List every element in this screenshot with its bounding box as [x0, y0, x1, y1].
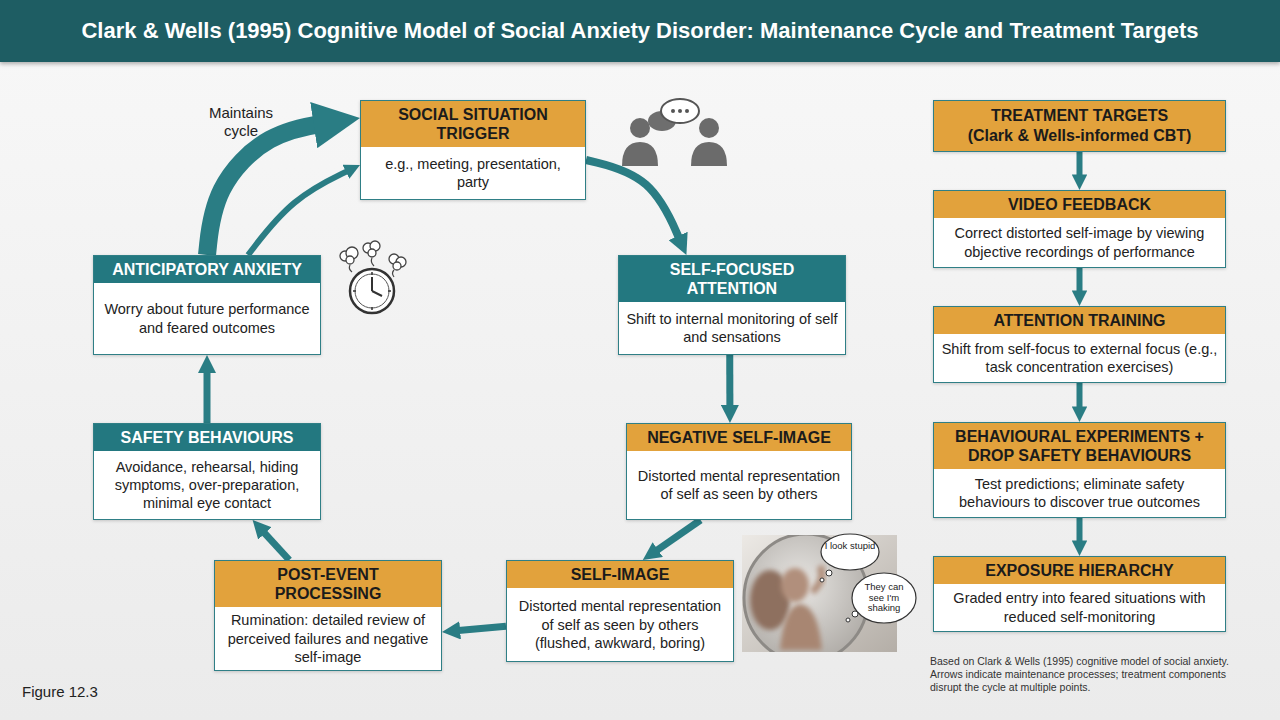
- box-body: Avoidance, rehearsal, hiding symptoms, o…: [94, 451, 320, 519]
- cycle-arrow: [248, 169, 352, 255]
- clock-rim: [355, 274, 389, 308]
- reflection-body: [780, 604, 822, 650]
- reflection-head: [781, 568, 809, 602]
- box-body: (Clark & Wells-informed CBT): [968, 126, 1192, 146]
- thought-dot: [820, 578, 824, 582]
- box-body: Worry about future performance and feare…: [94, 283, 320, 354]
- cycle-arrow: [652, 520, 701, 554]
- thought-dot: [826, 570, 832, 576]
- box-heading: POST-EVENT PROCESSING: [215, 561, 441, 607]
- box-heading: SELF-FOCUSED ATTENTION: [619, 256, 845, 302]
- treatment-box: ATTENTION TRAININGShift from self-focus …: [933, 306, 1226, 383]
- box-heading: ANTICIPATORY ANXIETY: [94, 256, 320, 283]
- box-body: Rumination: detailed review of perceived…: [215, 607, 441, 669]
- box-body: Graded entry into feared situations with…: [934, 584, 1225, 631]
- box-heading: TREATMENT TARGETS: [991, 106, 1168, 126]
- box-heading: BEHAVIOURAL EXPERIMENTS + DROP SAFETY BE…: [934, 423, 1225, 469]
- thought-dot: [852, 611, 858, 617]
- bubble-dot: [671, 109, 675, 113]
- box-heading: VIDEO FEEDBACK: [934, 191, 1225, 218]
- process-box: NEGATIVE SELF-IMAGEDistorted mental repr…: [626, 423, 852, 520]
- thought-dot: [846, 618, 850, 622]
- clock-tick: [353, 290, 356, 292]
- cycle-arrow: [260, 528, 289, 560]
- person-body: [691, 142, 727, 166]
- edge-label: Maintains cycle: [196, 104, 286, 140]
- box-heading: SOCIAL SITUATION TRIGGER: [361, 101, 585, 147]
- box-heading: ATTENTION TRAINING: [934, 307, 1225, 334]
- clock-hand: [372, 291, 382, 296]
- box-heading: EXPOSURE HIERARCHY: [934, 557, 1225, 584]
- treatment-box: EXPOSURE HIERARCHYGraded entry into fear…: [933, 556, 1226, 632]
- flow-arrow: [1077, 152, 1083, 181]
- clock-tick: [371, 272, 373, 275]
- box-body: Shift to internal monitoring of self and…: [619, 302, 845, 354]
- process-box: ANTICIPATORY ANXIETYWorry about future p…: [93, 255, 321, 355]
- cycle-arrow: [726, 355, 733, 412]
- box-heading: SAFETY BEHAVIOURS: [94, 424, 320, 451]
- title-text: Clark & Wells (1995) Cognitive Model of …: [0, 0, 1280, 62]
- footnote: Based on Clark & Wells (1995) cognitive …: [930, 655, 1244, 694]
- treatment-header-box: TREATMENT TARGETS(Clark & Wells-informed…: [933, 100, 1226, 152]
- box-body: Test predictions; eliminate safety behav…: [934, 469, 1225, 517]
- clock-icon: [340, 241, 406, 313]
- person-body: [622, 142, 658, 166]
- figure-caption: Figure 12.3: [22, 683, 98, 700]
- cycle-arrow: [453, 626, 506, 631]
- treatment-box: VIDEO FEEDBACKCorrect distorted self-ima…: [933, 190, 1226, 268]
- person-head: [699, 118, 719, 138]
- cycle-arrow: [586, 160, 681, 244]
- flow-arrow: [1077, 268, 1083, 297]
- clock-tick: [388, 290, 391, 292]
- thought-bubble: [852, 573, 916, 623]
- thought-bubble: [821, 534, 879, 570]
- cloud-puff: [346, 256, 354, 264]
- bubble-dot: [678, 109, 682, 113]
- clock-face: [350, 269, 394, 313]
- maintenance-arrow: [207, 122, 332, 255]
- clock-tick: [371, 307, 373, 310]
- box-body: Distorted mental representation of self …: [627, 451, 851, 519]
- bubble-dot: [685, 109, 689, 113]
- cloud-trail: [371, 258, 374, 266]
- box-heading: NEGATIVE SELF-IMAGE: [627, 424, 851, 451]
- cloud-trail: [393, 270, 395, 277]
- people-icon: [622, 99, 727, 166]
- process-box: SELF-IMAGEDistorted mental representatio…: [506, 560, 734, 662]
- speech-bubble: [661, 99, 699, 123]
- treatment-box: BEHAVIOURAL EXPERIMENTS + DROP SAFETY BE…: [933, 422, 1226, 518]
- thought-bubbles: [820, 534, 916, 623]
- thought-text: I look stupid: [824, 541, 876, 552]
- flow-arrow: [1077, 383, 1083, 413]
- clock-hand: [371, 277, 373, 291]
- cloud-puff: [393, 262, 401, 270]
- flow-arrow: [1077, 518, 1083, 547]
- cycle-arrow: [204, 366, 211, 423]
- process-box: SOCIAL SITUATION TRIGGERe.g., meeting, p…: [360, 100, 586, 200]
- box-heading: SELF-IMAGE: [507, 561, 733, 588]
- box-body: Correct distorted self-image by viewing …: [934, 218, 1225, 267]
- thought-text: They can see I'm shaking: [857, 582, 911, 614]
- box-body: Shift from self-focus to external focus …: [934, 334, 1225, 382]
- process-box: POST-EVENT PROCESSINGRumination: detaile…: [214, 560, 442, 671]
- box-body: e.g., meeting, presentation, party: [361, 147, 585, 199]
- person-head: [630, 118, 650, 138]
- process-box: SELF-FOCUSED ATTENTIONShift to internal …: [618, 255, 846, 355]
- box-body: Distorted mental representation of self …: [507, 588, 733, 661]
- cloud-trail: [349, 265, 352, 272]
- cloud-puff: [368, 249, 376, 257]
- process-box: SAFETY BEHAVIOURSAvoidance, rehearsal, h…: [93, 423, 321, 520]
